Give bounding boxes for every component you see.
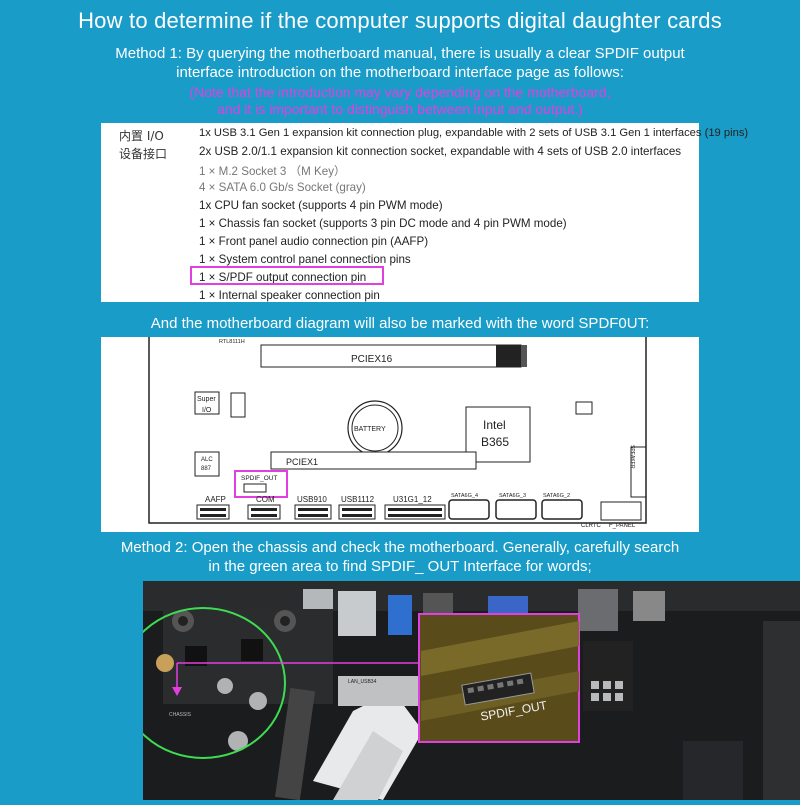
aafp-label: AAFP [205,495,226,504]
spdif-diagram-label: SPDIF_OUT [241,475,278,482]
alc-label-2: 887 [201,466,212,472]
motherboard-diagram: RTL8111H PCIEX16 Super I/O BATTERY Intel… [101,337,699,532]
method2-line2: in the green area to find SPDIF_ OUT Int… [208,558,592,575]
spdif-highlight-box [190,266,384,285]
method1-note: (Note that the introduction may vary dep… [60,84,740,118]
superio-label: Super [197,396,216,403]
method1-line2: interface introduction on the motherboar… [176,64,624,81]
pciex1-label: PCIEX1 [286,457,318,467]
speaker-label: SPEAKER [629,445,635,469]
manual-item: 2x USB 2.0/1.1 expansion kit connection … [199,145,682,158]
chipset-label-2: B365 [481,435,509,449]
method1-text: Method 1: By querying the motherboard ma… [40,44,760,82]
fpanel-label: F_PANEL [609,523,636,529]
chipset-label-1: Intel [483,418,506,432]
clrtc-label: CLRTC [581,523,602,529]
manual-item: 1x CPU fan socket (supports 4 pin PWM mo… [199,199,443,212]
manual-item: 1x USB 3.1 Gen 1 expansion kit connectio… [199,127,749,139]
method1-line1: Method 1: By querying the motherboard ma… [115,45,685,62]
manual-item: 1 × System control panel connection pins [199,253,411,266]
diagram-caption: And the motherboard diagram will also be… [150,315,650,332]
manual-label-ports: 设备接口 [119,147,168,161]
manual-item: 4 × SATA 6.0 Gb/s Socket (gray) [199,181,366,194]
alc-label: ALC [201,457,213,463]
motherboard-photo: LAN_USB34 CHASSIS SPDIF_OUT [120,581,800,801]
sata2-label: SATA6G_2 [543,493,570,499]
manual-label-io: 内置 I/O [119,129,164,143]
photo-svg: LAN_USB34 CHASSIS SPDIF_OUT [120,581,800,801]
chassis-label: CHASSIS [169,712,192,718]
manual-item-spdif: 1 × S/PDF output connection pin [199,271,367,284]
manual-item: 1 × Chassis fan socket (supports 3 pin D… [199,217,567,230]
method2-line1: Method 2: Open the chassis and check the… [120,539,680,556]
note-line2: and it is important to distinguish betwe… [217,101,583,117]
com-label: COM [256,495,275,504]
method2-text: Method 2: Open the chassis and check the… [60,538,740,576]
usb910-label: USB910 [297,495,327,504]
spdif-diagram-highlight [234,470,288,498]
manual-item: 1 × Front panel audio connection pin (AA… [199,235,429,248]
rtl-label: RTL8111H [219,339,245,345]
page-title: How to determine if the computer support… [78,8,722,33]
manual-panel: 内置 I/O 设备接口 1x USB 3.1 Gen 1 expansion k… [101,123,749,302]
lan-usb-label: LAN_USB34 [348,679,377,685]
diagram-svg: RTL8111H PCIEX16 Super I/O BATTERY Intel… [148,337,647,529]
manual-item: 1 × Internal speaker connection pin [199,289,380,302]
superio-label-2: I/O [202,407,212,414]
sata4-label: SATA6G_4 [451,493,478,499]
u31-label: U31G1_12 [393,495,432,504]
battery-label: BATTERY [354,426,386,433]
manual-item: 1 × M.2 Socket 3 （M Key） [199,165,346,178]
pciex16-label: PCIEX16 [351,354,393,365]
sata3-label: SATA6G_3 [499,493,526,499]
note-line1: (Note that the introduction may vary dep… [189,84,611,100]
usb1112-label: USB1112 [341,495,375,504]
